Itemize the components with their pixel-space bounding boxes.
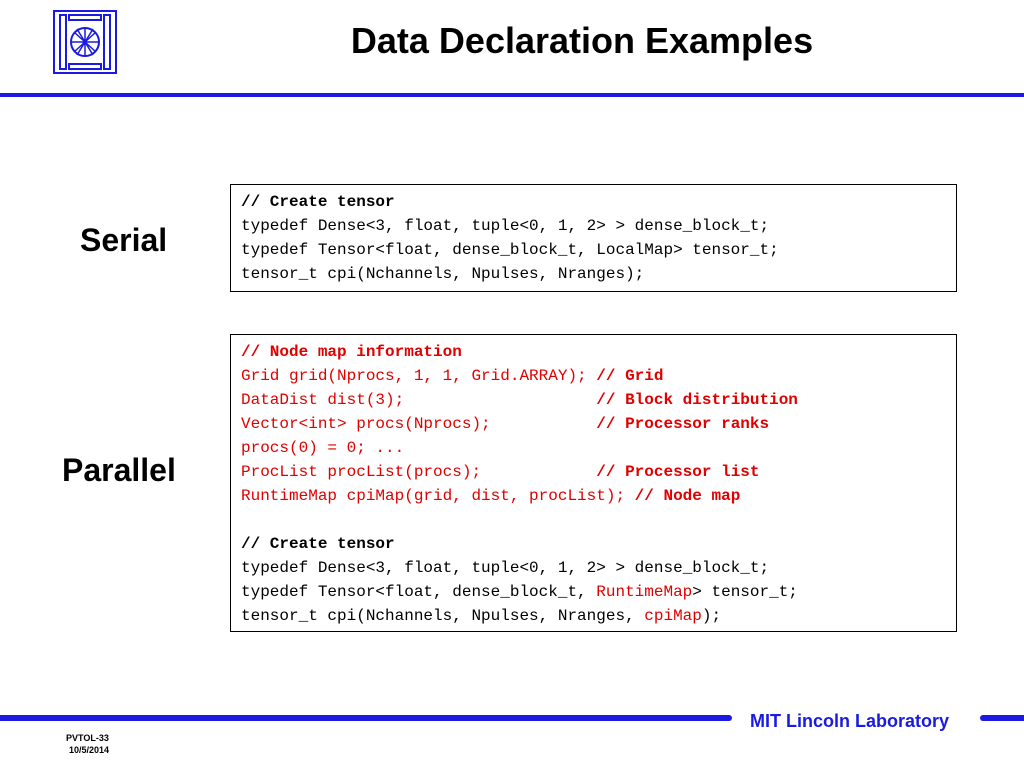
parallel-label: Parallel [62,452,176,488]
map-code-line: ProcList procList(procs); // Processor l… [241,463,760,481]
parallel-code-box: // Node map information Grid grid(Nprocs… [230,334,957,632]
map-comment: // Node map information [241,343,462,361]
serial-label: Serial [80,222,168,258]
mit-ll-logo-icon [53,10,117,74]
blank-line [241,508,956,532]
footer-rule [0,715,732,721]
tensor-comment: // Create tensor [241,535,395,553]
header-rule [0,93,1024,97]
tensor-code-line: typedef Tensor<float, dense_block_t, Run… [241,583,798,601]
page-title: Data Declaration Examples [350,20,814,61]
serial-code-line: typedef Dense<3, float, tuple<0, 1, 2> >… [241,217,770,235]
tensor-code-line: tensor_t cpi(Nchannels, Npulses, Nranges… [241,607,722,625]
map-code-line: Grid grid(Nprocs, 1, 1, Grid.ARRAY); // … [241,367,664,385]
serial-code-line: tensor_t cpi(Nchannels, Npulses, Nranges… [241,265,645,283]
serial-comment: // Create tensor [241,193,395,211]
serial-code-line: typedef Tensor<float, dense_block_t, Loc… [241,241,779,259]
footer-organization: MIT Lincoln Laboratory [750,711,950,731]
slide-id: PVTOL-33 [66,733,109,743]
map-code-line: procs(0) = 0; ... [241,439,405,457]
map-code-line: Vector<int> procs(Nprocs); // Processor … [241,415,770,433]
map-code-line: DataDist dist(3); // Block distribution [241,391,798,409]
map-code-line: RuntimeMap cpiMap(grid, dist, procList);… [241,487,741,505]
footer-rule [980,715,1024,721]
slide-date: 10/5/2014 [69,745,110,755]
serial-code-box: // Create tensor typedef Dense<3, float,… [230,184,957,292]
tensor-code-line: typedef Dense<3, float, tuple<0, 1, 2> >… [241,559,770,577]
